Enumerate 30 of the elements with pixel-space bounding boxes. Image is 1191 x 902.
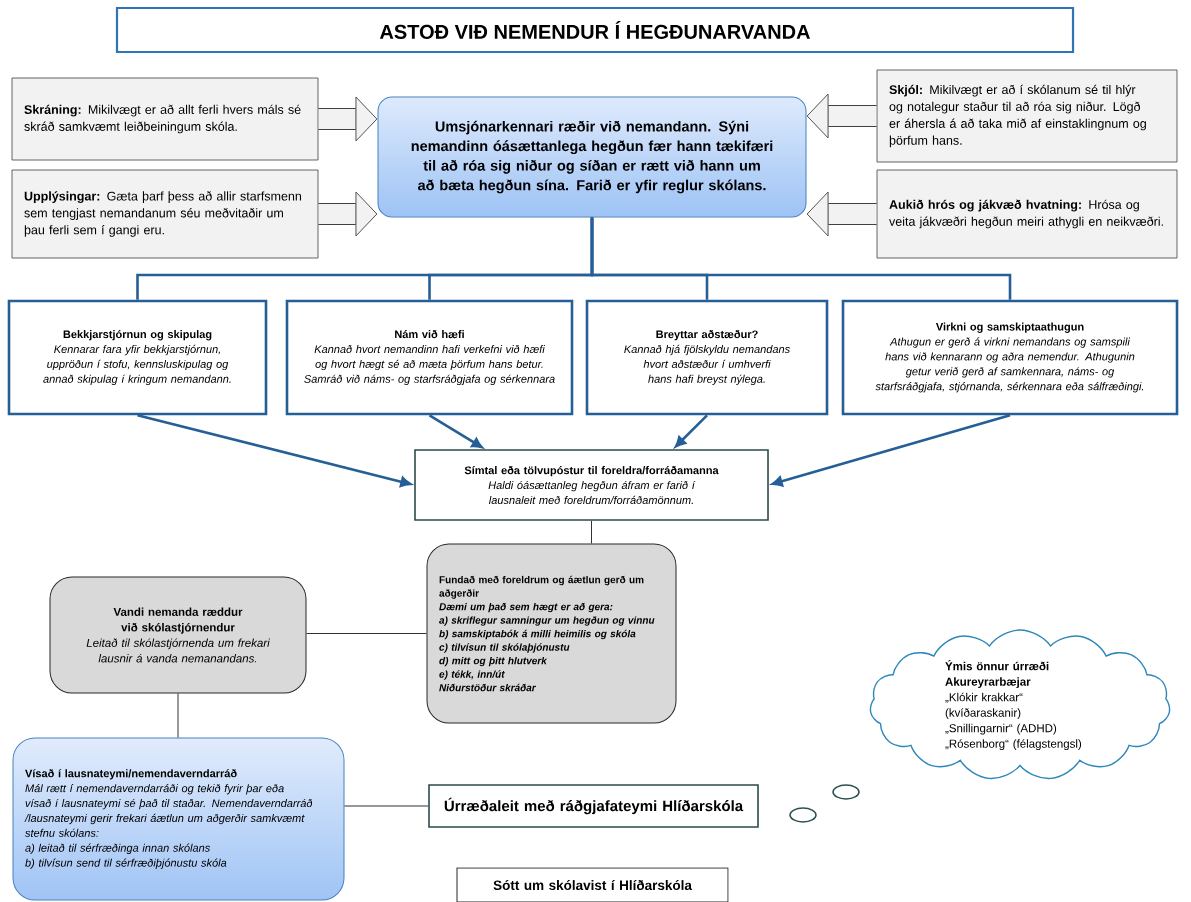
arrow (137, 414, 412, 488)
title-box: ASTOÐ VIÐ NEMENDUR Í HEGÐUNARVANDA (115, 6, 1075, 54)
block-arrow (806, 93, 877, 139)
note-box: Skráning: Mikilvægt er að allt ferli hvers máls sé skráð samkvæmt leiðbeiningum skóla. (11, 77, 319, 161)
process-box: Bekkjarstjórnun og skipulag Kennarar fara yfir bekkjarstjórnun, uppröðun í stofu, kennsluskipulag og annað skipulag í kringum nemandann. (7, 299, 268, 416)
thought-cloud: Ýmis önnur úrræði Akureyrarbæjar „Klókir krakkar“ (kvíðaraskanir) „Snillingarnir“ (ADHD) „Rósenborg“ (félagstengsl) (869, 629, 1171, 780)
connector-line (306, 633, 427, 634)
block-arrow (318, 191, 378, 237)
connector-line (590, 217, 1012, 300)
block-arrow (318, 96, 378, 142)
note-box: Skjól: Mikilvægt er að í skólanum sé til hlýr og notalegur staður til að róa sig niður. Lögð er áhersla á að taka mið af einstaklingnum og þörfum hans. (876, 69, 1178, 163)
note-box: Upplýsingar: Gæta þarf þess að allir starfsmenn sem tengjast nemandanum séu meðvitaðir um þau ferli sem í gangi eru. (11, 169, 319, 259)
process-box: Sótt um skólavist í Hlíðarskóla (456, 867, 729, 902)
process-box: Breyttar aðstæður? Kannað hjá fjölskyldu nemandans hvort aðstæður í umhverfi hans hafi breyst nýlega. (585, 299, 829, 416)
rounded-box: Fundað með foreldrum og áætlun gerð um aðgerðir Dæmi um það sem hægt er að gera: a) skriflegur samningur um hegðun og vinnu b) samskiptabók á milli heimilis og skóla c) tilvísun til skólaþjónustu d) mitt og þitt hlutverk e) tékk, inn/út Niðurstöður skráðar (426, 543, 677, 724)
note-box: Aukið hrós og jákvæð hvatning: Hrósa og veita jákvæðri hegðun meiri athygli en neikvæðri. (876, 169, 1178, 259)
connector-line (177, 693, 179, 738)
connector-line (591, 520, 592, 544)
rounded-box: Umsjónarkennari ræðir við nemandann. Sýni nemandinn óásættanlega hegðun fær hann tækifæri til að róa sig niður og síðan er rætt við hann um að bæta hegðun sína. Farið er yfir reglur skólans. (377, 96, 807, 218)
block-arrow (806, 191, 877, 237)
process-box: Nám við hæfi Kannað hvort nemandinn hafi verkefni við hæfi og hvort hægt sé að mæta þörfum hans betur. Samráð við náms- og starfsráðgjafa og sérkennara (285, 299, 574, 416)
rounded-box: Vísað í lausnateymi/nemendaverndarráð Mál rætt í nemendaverndarráði og tekið fyrir þar eða vísað í lausnateymi sé það til staðar. Nemendaverndarráð /lausnateymi gerir frekari áætlun um aðgerðir samkvæmt stefnu skólans: a) leitað til sérfræðinga innan skólans b) tilvísun send til sérfræðiþjónustu skóla (12, 737, 345, 901)
process-box: Símtal eða tölvupóstur til foreldra/forráðamanna Haldi óásættanleg hegðun áfram er farið í lausnaleit með foreldrum/forráðamönnum. (414, 449, 769, 521)
arrow (674, 414, 708, 448)
arrow (771, 414, 1011, 487)
connector-line (344, 805, 429, 807)
arrow (428, 414, 483, 449)
process-box: Úrræðaleit með ráðgjafateymi Hlíðarskóla (428, 784, 759, 828)
rounded-box: Vandi nemanda ræddur við skólastjórnendur Leitað til skólastjórnenda um frekari lausnir á vanda nemanandans. (49, 576, 307, 694)
process-box: Virkni og samskiptaathugun Athugun er gerð á virkni nemandans og samspili hans við kennarann og aðra nemendur. Athugunin getur verið gerð af samkennara, náms- og starfsráðgjafa, stjórnanda, sérkennara eða sálfræðingi. (841, 299, 1179, 416)
